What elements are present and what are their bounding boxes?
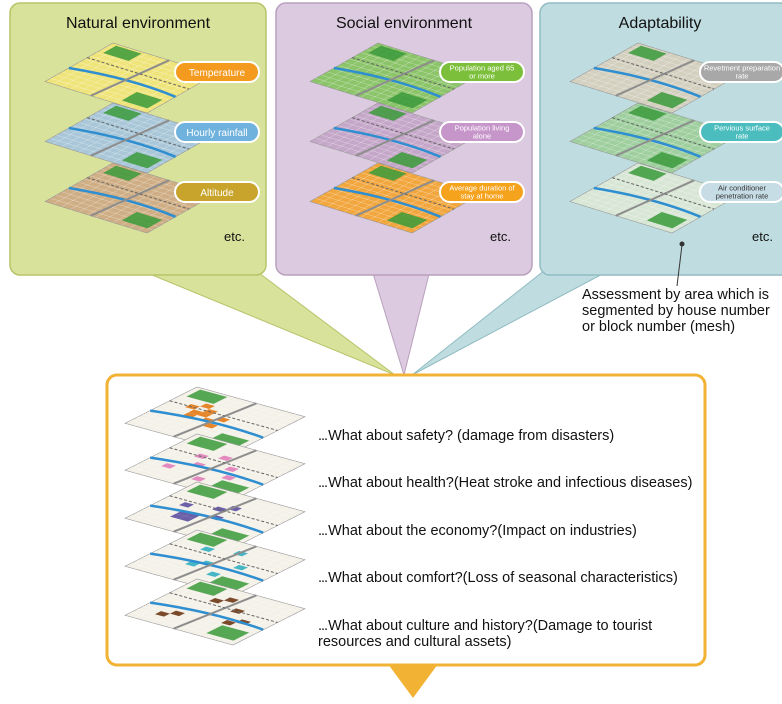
adaptability-etc: etc.: [752, 229, 773, 244]
svg-text:Pervious surface: Pervious surface: [714, 124, 770, 133]
panel-title-adaptability: Adaptability: [618, 15, 702, 32]
layer-badge: Hourly rainfall: [174, 121, 260, 143]
summary-map-3: [124, 529, 306, 597]
mesh-note-leader: [676, 244, 683, 287]
social-etc: etc.: [490, 229, 511, 244]
svg-text:stay at home: stay at home: [461, 192, 504, 201]
layer-badge: Temperature: [174, 61, 260, 83]
question-economy: ...What about the economy?(Impact on ind…: [318, 523, 708, 539]
svg-text:Population living: Population living: [455, 124, 510, 133]
dots: ...: [318, 428, 328, 444]
svg-text:Average duration of: Average duration of: [449, 184, 515, 193]
svg-text:Hourly rainfall: Hourly rainfall: [186, 128, 247, 139]
question-comfort: ...What about comfort?(Loss of seasonal …: [318, 570, 708, 586]
svg-text:rate: rate: [736, 72, 749, 81]
map-layer-0-1: Hourly rainfall: [44, 102, 260, 174]
question-text: What about safety? (damage from disaster…: [328, 428, 615, 444]
question-text: What about comfort?(Loss of seasonal cha…: [328, 570, 678, 586]
question-text: What about the economy?(Impact on indust…: [328, 523, 637, 539]
dots: ...: [318, 618, 328, 634]
summary-map-4: [124, 578, 306, 646]
svg-text:Altitude: Altitude: [200, 188, 234, 199]
mesh-note-pointer: [679, 241, 685, 247]
map-layer-0-2: Altitude: [44, 162, 260, 234]
panel-title-natural: Natural environment: [65, 15, 211, 32]
dots: ...: [318, 523, 328, 539]
mesh-note: Assessment by area which is segmented by…: [582, 287, 770, 335]
svg-text:alone: alone: [473, 132, 491, 141]
layer-badge: Altitude: [174, 181, 260, 203]
svg-text:Revetment preparation: Revetment preparation: [704, 64, 780, 73]
question-text: What about culture and history?(Damage t…: [318, 618, 653, 650]
svg-text:rate: rate: [736, 132, 749, 141]
question-text: What about health?(Heat stroke and infec…: [328, 475, 693, 491]
svg-text:Air conditioner: Air conditioner: [718, 184, 766, 193]
summary-map-2: [124, 481, 306, 549]
map-layer-0-0: Temperature: [44, 42, 260, 114]
panel-title-social: Social environment: [335, 15, 473, 32]
svg-text:or more: or more: [469, 72, 495, 81]
svg-text:Population aged 65: Population aged 65: [450, 64, 515, 73]
question-culture: ...What about culture and history?(Damag…: [318, 618, 708, 650]
natural-etc: etc.: [224, 229, 245, 244]
dots: ...: [318, 570, 328, 586]
summary-map-1: [124, 433, 306, 501]
question-health: ...What about health?(Heat stroke and in…: [318, 475, 708, 491]
down-arrow: [388, 664, 438, 698]
svg-text:penetration rate: penetration rate: [716, 192, 769, 201]
question-safety: ...What about safety? (damage from disas…: [318, 428, 708, 444]
svg-text:Temperature: Temperature: [189, 68, 246, 79]
dots: ...: [318, 475, 328, 491]
